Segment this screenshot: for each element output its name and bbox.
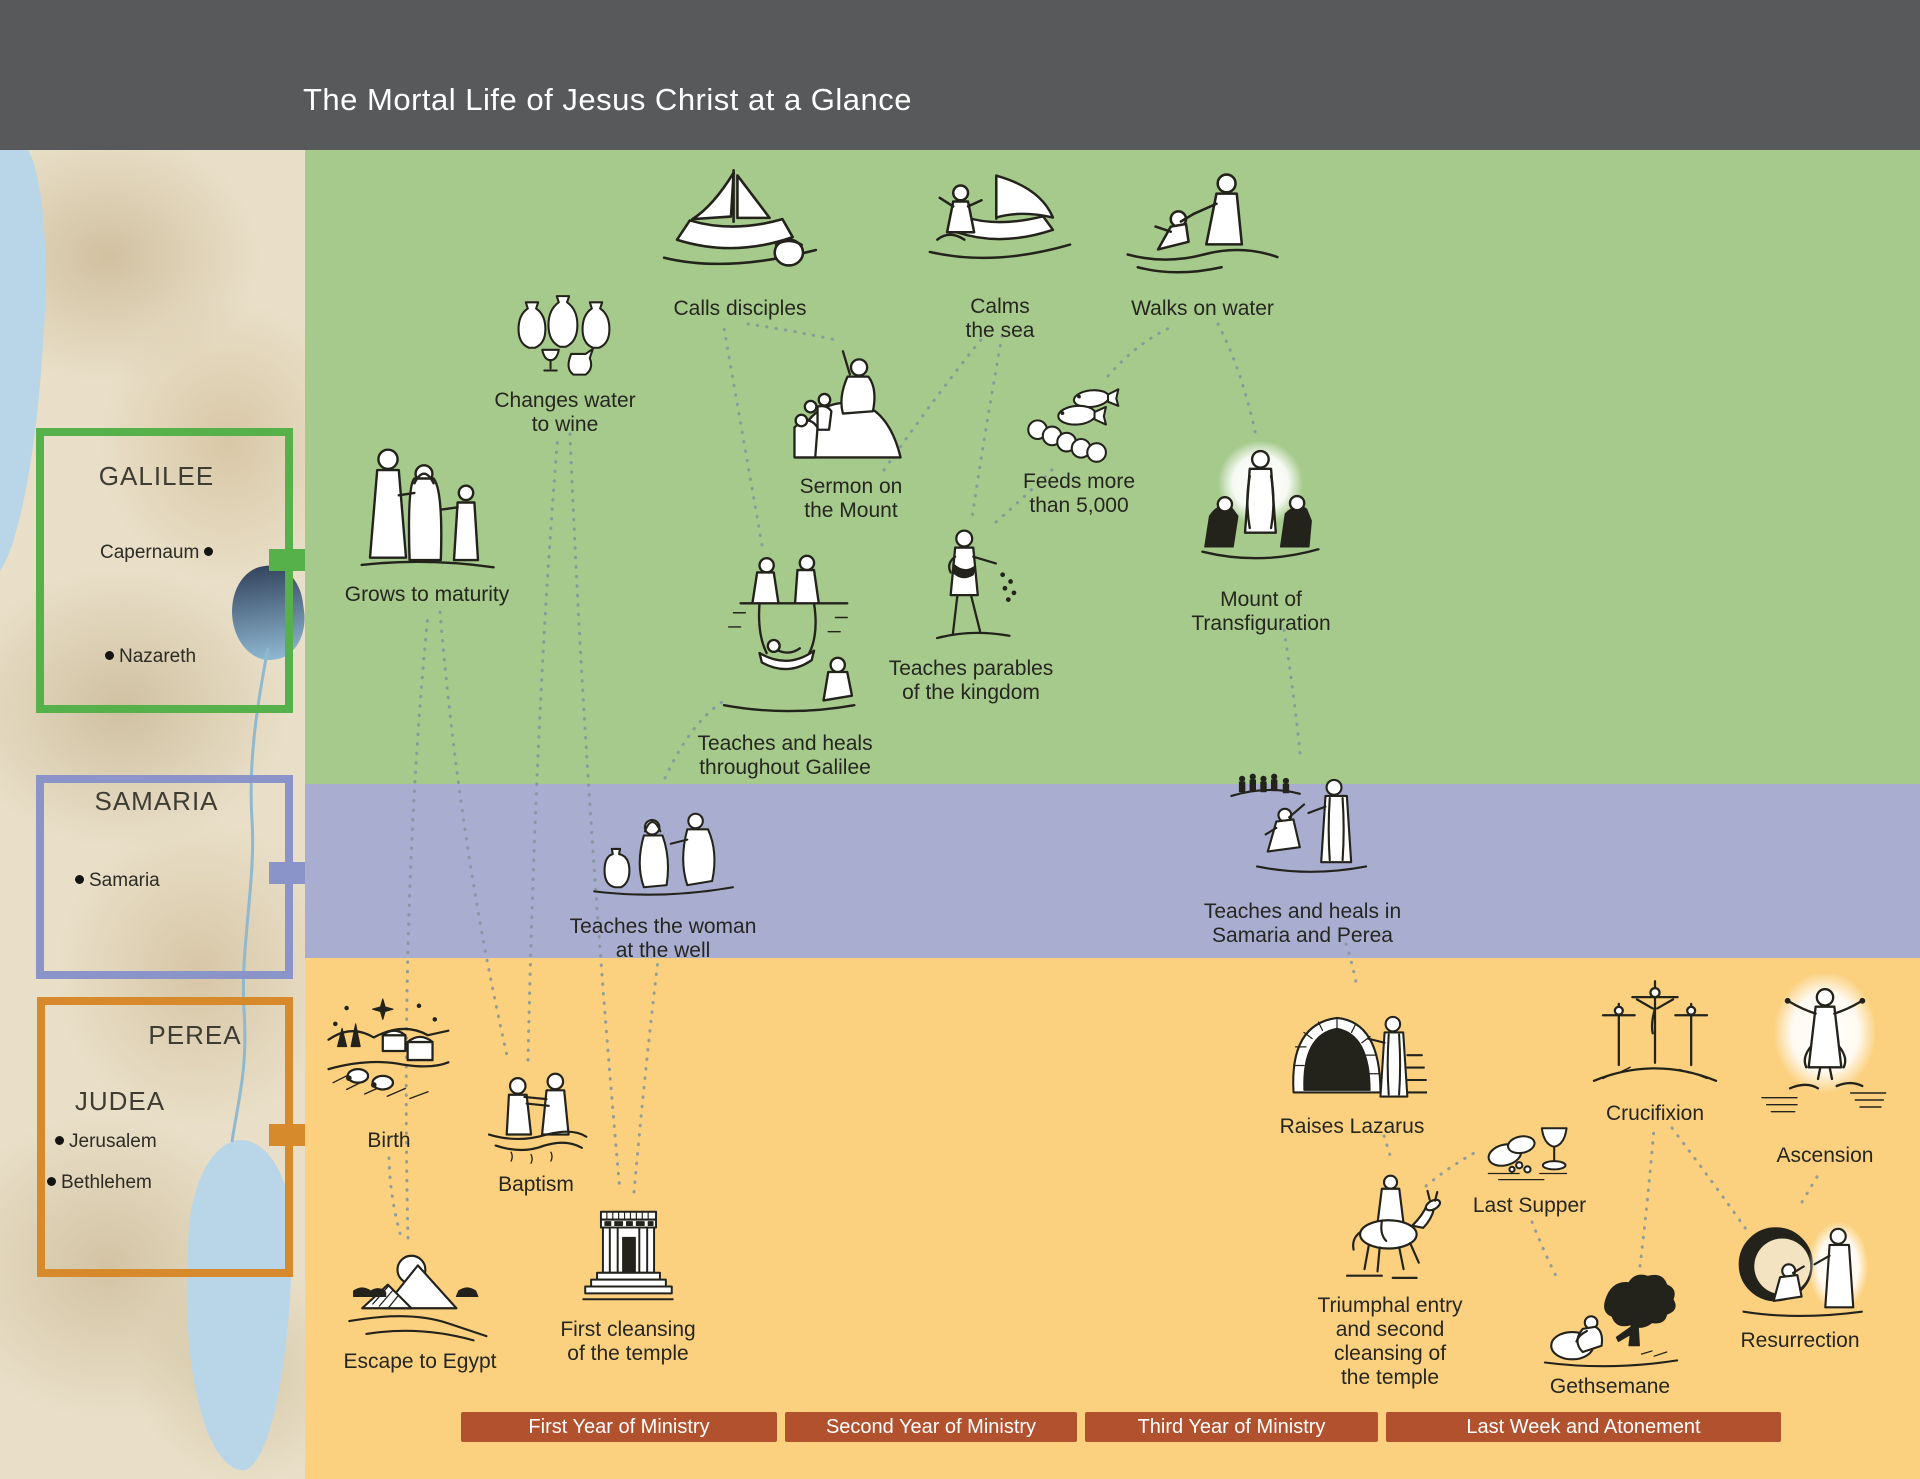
event-gethsemane: Gethsemane (1530, 1268, 1690, 1399)
city-nazareth: Nazareth (100, 646, 196, 668)
resurrection-illustration (1722, 1207, 1878, 1327)
event-label: Birth (367, 1129, 411, 1152)
teaches-the-woman-at-the-well-illustration (588, 788, 738, 913)
event-baptism: Baptism (476, 1066, 596, 1197)
city-dot (105, 650, 114, 660)
event-label: Raises Lazarus (1279, 1115, 1425, 1138)
city-dot (75, 874, 84, 884)
first-cleansing-of-the-temple-illustration (578, 1198, 678, 1316)
teaches-parables-illustration (901, 525, 1041, 655)
teaches-and-heals-throughout-galilee-illustration (705, 550, 865, 730)
region-label-perea: PEREA (148, 1020, 242, 1050)
region-label-galilee: GALILEE (98, 461, 215, 491)
event-label: Walks on water (1131, 297, 1274, 320)
timeline-bar-third-year: Third Year of Ministry (1085, 1412, 1378, 1442)
triumphal-entry-illustration (1322, 1167, 1458, 1292)
header-bar: The Mortal Life of Jesus Christ at a Gla… (0, 0, 1920, 150)
timeline-bar-first-year: First Year of Ministry (461, 1412, 777, 1442)
escape-to-egypt-illustration (345, 1246, 495, 1348)
region-label-judea: JUDEA (74, 1086, 166, 1116)
event-grows-to-maturity: Grows to maturity (345, 436, 509, 607)
changes-water-to-wine-illustration (493, 292, 637, 387)
crucifixion-illustration (1585, 970, 1725, 1100)
feeds-more-than-5000-illustration (1009, 380, 1149, 468)
sermon-on-the-mount-illustration (776, 338, 926, 473)
event-escape-to-egypt: Escape to Egypt (343, 1246, 497, 1374)
ascension-illustration (1755, 974, 1895, 1142)
city-capernaum: Capernaum (100, 542, 218, 564)
birth-illustration (324, 992, 454, 1127)
baptism-illustration (476, 1066, 596, 1171)
event-walks-on-water: Walks on water (1120, 162, 1285, 321)
city-dot (204, 546, 214, 556)
gethsemane-illustration (1530, 1268, 1690, 1373)
city-bethlehem: Bethlehem (42, 1172, 152, 1194)
band-samaria (305, 784, 1920, 958)
event-label: Calls disciples (673, 297, 807, 320)
raises-lazarus-illustration (1277, 987, 1427, 1113)
galilee-band-connector (269, 549, 305, 571)
event-label: Baptism (498, 1173, 574, 1196)
event-resurrection: Resurrection (1722, 1207, 1878, 1353)
last-supper-illustration (1472, 1120, 1587, 1192)
samaria-band-connector (269, 862, 305, 884)
event-label: Last Supper (1472, 1194, 1587, 1217)
event-label: Ascension (1776, 1144, 1874, 1167)
timeline-bar-last-week: Last Week and Atonement (1386, 1412, 1781, 1442)
event-calls-disciples: Calls disciples (655, 160, 825, 321)
mount-of-transfiguration-illustration (1191, 438, 1331, 586)
event-crucifixion: Crucifixion (1585, 970, 1725, 1126)
event-label: Crucifixion (1605, 1102, 1705, 1125)
city-dot (47, 1176, 56, 1186)
page-title: The Mortal Life of Jesus Christ at a Gla… (303, 82, 913, 117)
judea-band-connector (269, 1124, 305, 1146)
city-jerusalem: Jerusalem (50, 1131, 157, 1153)
city-samaria: Samaria (70, 870, 160, 892)
grows-to-maturity-illustration (352, 436, 502, 581)
region-label-samaria: SAMARIA (94, 786, 219, 816)
event-label: Resurrection (1740, 1329, 1860, 1352)
city-dot (55, 1135, 64, 1145)
walks-on-water-illustration (1120, 162, 1285, 295)
calls-disciples-illustration (655, 160, 825, 295)
event-last-supper: Last Supper (1472, 1120, 1587, 1218)
event-birth: Birth (324, 992, 454, 1153)
event-label: Grows to maturity (344, 583, 510, 606)
event-label: Escape to Egypt (343, 1350, 497, 1373)
event-ascension: Ascension (1755, 974, 1895, 1168)
event-raises-lazarus: Raises Lazarus (1277, 987, 1427, 1139)
event-label: Gethsemane (1549, 1375, 1671, 1398)
teaches-and-heals-in-samaria-and-perea-illustration (1225, 758, 1380, 898)
timeline-bar-second-year: Second Year of Ministry (785, 1412, 1077, 1442)
calms-the-sea-illustration (920, 158, 1080, 293)
map-column: GALILEE Capernaum Nazareth SAMARIA Samar… (0, 150, 305, 1479)
jordan-river (230, 647, 270, 1143)
